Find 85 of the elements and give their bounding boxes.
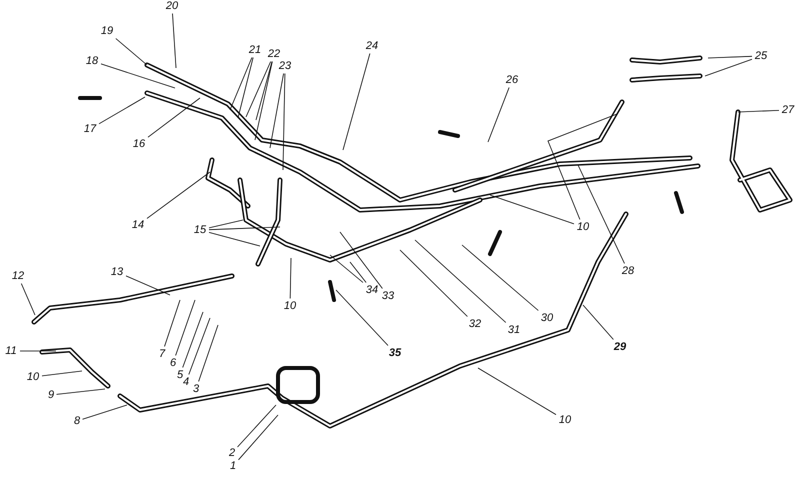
- callout-number: 14: [130, 218, 146, 232]
- leader-line: [350, 262, 366, 283]
- leader-line: [290, 258, 292, 299]
- leader-line: [462, 244, 539, 311]
- callout-number: 8: [72, 414, 82, 428]
- leader-line: [42, 370, 82, 376]
- callout-number: 30: [539, 312, 555, 324]
- callout-number: 9: [46, 388, 56, 402]
- callout-number: 21: [247, 44, 263, 56]
- callout-number: 10: [575, 220, 591, 234]
- callout-number: 16: [131, 138, 147, 150]
- callout-number: 2: [228, 446, 236, 460]
- callout-number: 26: [504, 74, 520, 86]
- callout-number: 28: [620, 264, 636, 278]
- leader-line: [146, 172, 210, 219]
- callout-number: 3: [192, 382, 200, 396]
- callout-number: 27: [780, 104, 796, 116]
- callout-number: 6: [168, 356, 178, 370]
- leader-line: [208, 232, 260, 246]
- leader-line: [238, 414, 278, 460]
- callout-number: 10: [282, 300, 298, 312]
- callout-number: 13: [109, 266, 125, 278]
- leader-line: [182, 312, 204, 368]
- callout-number: 23: [277, 60, 293, 72]
- leader-line: [175, 300, 196, 356]
- leader-line: [148, 98, 200, 138]
- callout-number: 7: [158, 348, 166, 360]
- callout-number: 10: [557, 414, 573, 426]
- leader-line: [126, 276, 170, 296]
- leader-line: [98, 96, 146, 124]
- leader-line: [20, 350, 56, 352]
- leader-line: [738, 110, 780, 112]
- leader-line: [547, 114, 618, 220]
- leader-line: [100, 64, 176, 88]
- callout-number: 17: [82, 122, 98, 136]
- callout-number: 10: [25, 370, 41, 384]
- leader-line: [115, 38, 148, 66]
- callout-number: 12: [10, 270, 26, 282]
- callout-number: 33: [380, 290, 396, 302]
- leader-line: [172, 13, 176, 68]
- callout-number: 35: [387, 346, 403, 360]
- leader-line: [282, 73, 286, 170]
- callout-number: 5: [176, 368, 184, 382]
- callout-number: 4: [182, 376, 190, 388]
- leader-line: [164, 300, 180, 347]
- callout-number: 18: [84, 54, 100, 68]
- leader-line: [256, 61, 272, 120]
- callout-number: 24: [364, 40, 380, 52]
- callout-number: 22: [266, 48, 282, 60]
- leader-line: [230, 57, 252, 110]
- callout-number: 19: [99, 24, 115, 38]
- callout-number: 20: [164, 0, 180, 12]
- callout-number: 31: [506, 324, 522, 336]
- leader-line: [188, 318, 210, 375]
- leader-line: [208, 226, 280, 230]
- leader-line: [488, 87, 510, 142]
- leader-line: [20, 283, 36, 316]
- callout-number: 1: [228, 460, 238, 472]
- leader-line: [340, 232, 383, 289]
- leader-line: [237, 404, 276, 448]
- leader-line: [708, 56, 752, 58]
- leader-line: [578, 164, 625, 264]
- leader-line: [582, 304, 614, 340]
- leader-line: [254, 61, 273, 140]
- callout-number: 34: [364, 284, 380, 296]
- callout-number: 25: [753, 50, 769, 62]
- leader-line: [704, 58, 752, 76]
- callout-number: 15: [192, 224, 208, 236]
- callout-number: 32: [467, 318, 483, 330]
- leader-line: [82, 404, 128, 420]
- leader-line: [56, 388, 106, 395]
- callout-number: 11: [3, 344, 19, 358]
- leader-line: [342, 53, 370, 150]
- leader-line: [400, 250, 468, 317]
- leader-line: [490, 194, 574, 224]
- callout-number: 29: [612, 340, 628, 354]
- leader-line: [336, 290, 388, 346]
- leader-line: [414, 240, 506, 323]
- leader-line: [208, 220, 244, 228]
- leader-line: [270, 73, 284, 148]
- leader-line: [238, 57, 254, 118]
- leader-line: [478, 368, 556, 415]
- leader-line: [198, 324, 218, 382]
- leader-line: [330, 254, 364, 283]
- leader-line: [246, 61, 272, 118]
